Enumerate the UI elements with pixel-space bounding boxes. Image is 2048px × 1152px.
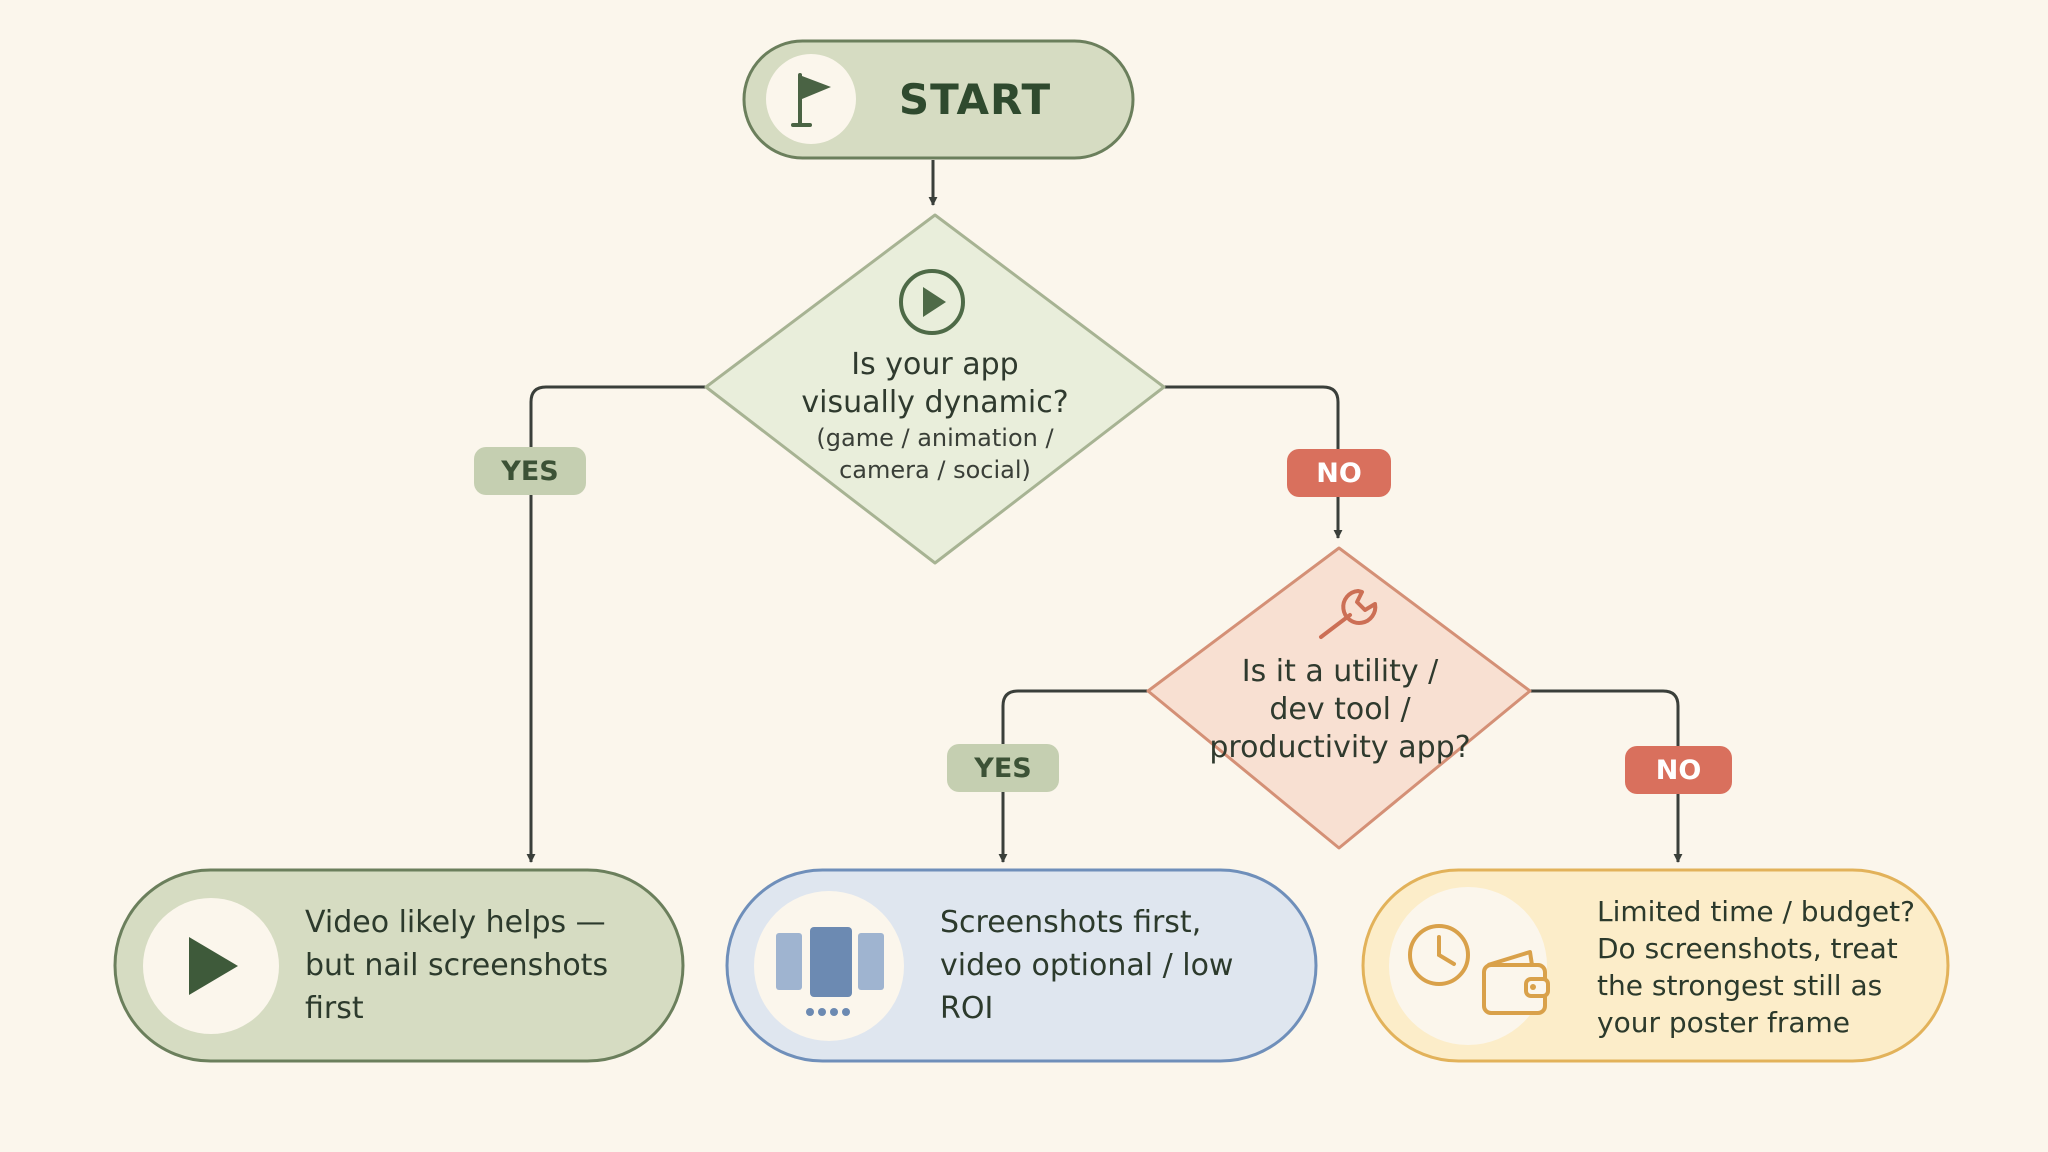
start-label: START [898,74,1052,124]
outcome-video-text: Video likely helps — but nail screenshot… [305,900,665,1030]
decision2-diamond [1146,546,1532,850]
decision1-line1: Is your app [851,347,1019,382]
wrench-icon [1319,589,1378,639]
outcome-screenshots-line1: Screenshots first, [940,904,1202,940]
decision1-question: Is your app visually dynamic? (game / an… [760,342,1110,490]
outcome-screenshots-text: Screenshots first, video optional / low … [940,900,1295,1030]
outcome-budget-line1: Limited time / budget? [1597,895,1915,928]
decision2-line1: Is it a utility / [1241,654,1439,689]
connector-decision1-yes [526,385,706,863]
branch-label-decision1-yes: YES [474,447,586,495]
wallet-icon [1482,950,1550,1015]
branch-label-decision1-no: NO [1287,449,1391,497]
decision1-line2: visually dynamic? [801,385,1069,420]
outcome-budget-text: Limited time / budget? Do screenshots, t… [1597,892,1932,1042]
decision2-question: Is it a utility / dev tool / productivit… [1180,651,1500,769]
connector-decision2-yes [998,689,1148,863]
clock-icon [1408,924,1470,986]
flag-icon [791,73,812,127]
branch-label-decision2-no: NO [1625,746,1732,794]
start-icon-badge [766,54,856,144]
connector-decision1-no [1164,385,1343,539]
outcome-video-line2: but nail screenshots first [305,947,609,1026]
branch-label-decision2-yes: YES [947,744,1059,792]
connector-decision2-no [1530,689,1683,863]
play-icon [189,937,238,995]
play-circle-icon [899,269,965,335]
outcome-video-line1: Video likely helps — [305,904,606,940]
outcome-budget-line2: Do screenshots, treat [1597,932,1898,965]
outcome-screenshots-line2: video optional / low ROI [940,947,1234,1026]
decision2-line2: dev tool / [1269,692,1411,727]
decision1-sub2: camera / social) [839,456,1031,484]
decision1-diamond [704,213,1166,565]
decision2-line3: productivity app? [1209,730,1471,765]
outcome-budget-line3: the strongest still as [1597,969,1883,1002]
outcome-budget-line4: your poster frame [1597,1006,1850,1039]
decision1-sub1: (game / animation / [816,424,1054,452]
screenshot-carousel-icon [776,927,884,1016]
